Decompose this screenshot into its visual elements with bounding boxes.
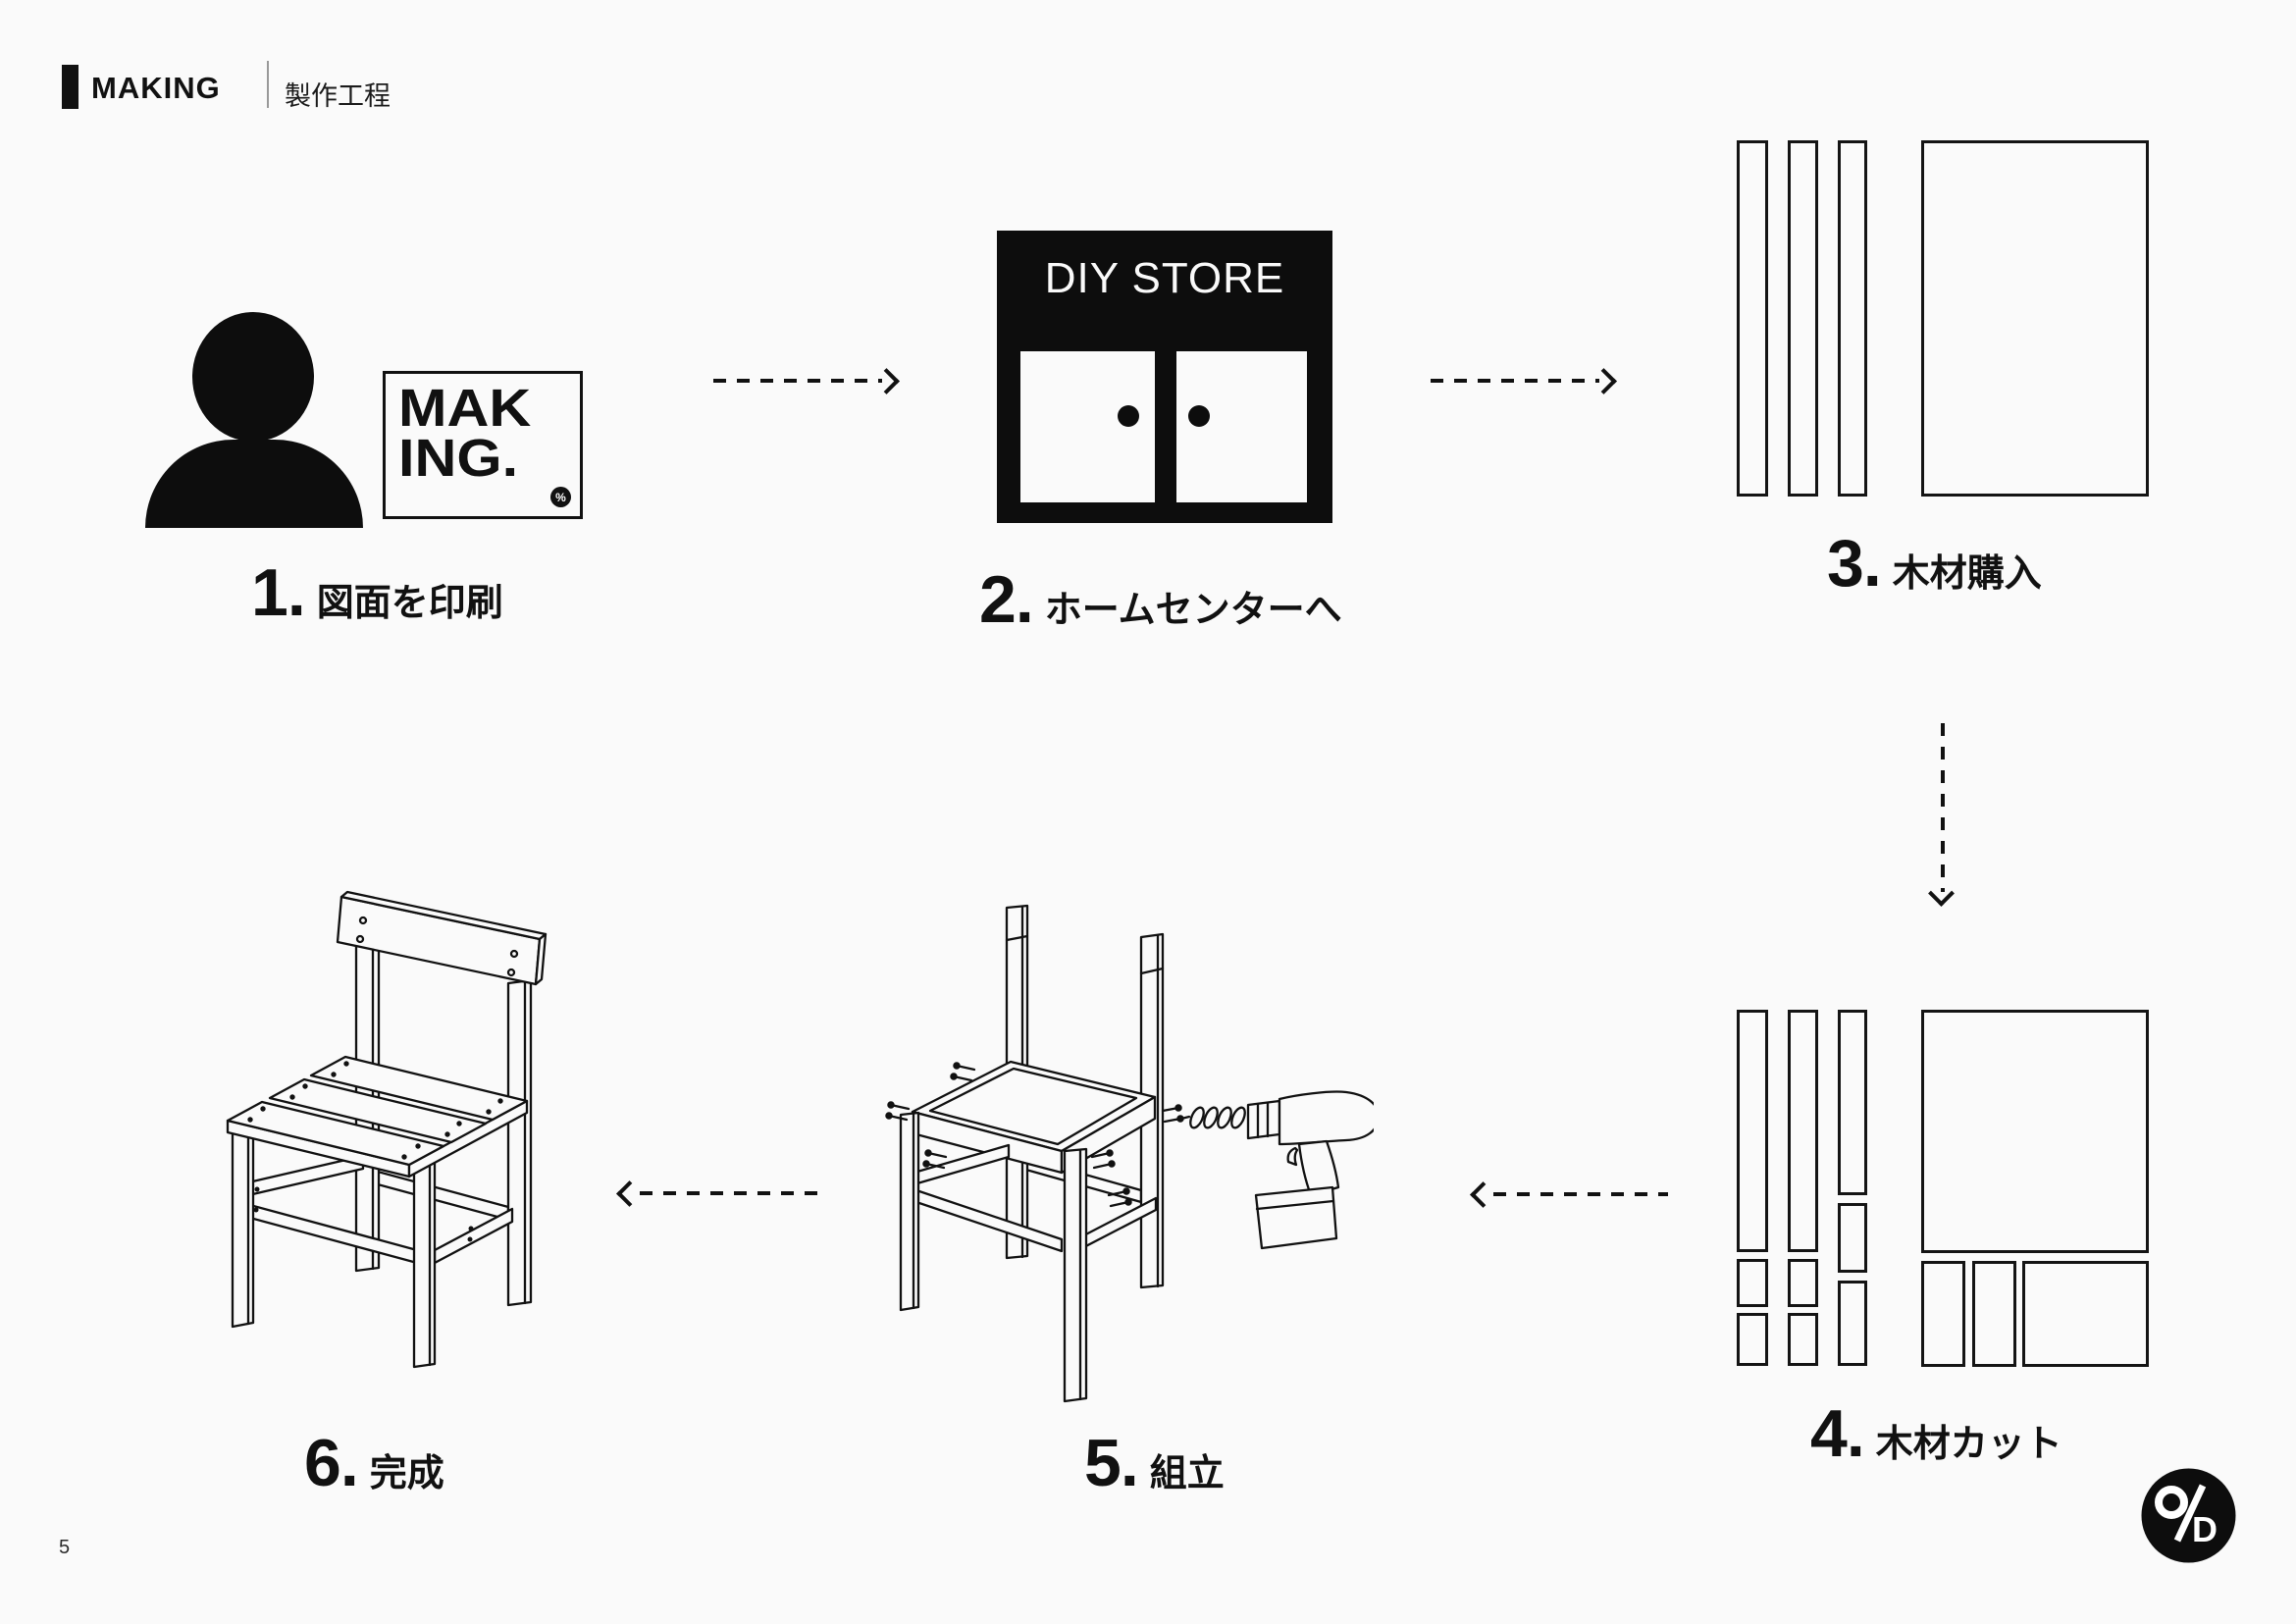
lumber-plank <box>1838 140 1867 497</box>
arrowhead-left-icon <box>1470 1181 1496 1208</box>
assembly-illustration <box>885 904 1374 1403</box>
cut-piece <box>2022 1261 2149 1367</box>
seat-screws-icon <box>247 1061 503 1242</box>
arrow-step5-to-step6 <box>640 1191 822 1195</box>
step-3-label: 3. 木材購入 <box>1827 530 2042 597</box>
cut-piece <box>1788 1010 1818 1252</box>
arrowhead-right-icon <box>1591 368 1617 394</box>
step-1-number: 1. <box>251 555 306 630</box>
person-icon <box>192 312 314 442</box>
store-door-left <box>1020 351 1155 502</box>
step-5-text: 組立 <box>1149 1453 1225 1494</box>
door-knob-right <box>1188 405 1210 427</box>
lumber-plank <box>1737 140 1768 497</box>
arrow-step2-to-step3 <box>1431 379 1599 383</box>
header-tick-bar <box>62 65 78 109</box>
cut-piece <box>1737 1313 1768 1366</box>
step-6-label: 6. 完成 <box>304 1430 444 1496</box>
step-3-number: 3. <box>1827 526 1882 601</box>
cut-board <box>1921 1010 2149 1253</box>
step-6-text: 完成 <box>369 1453 444 1494</box>
arrowhead-down-icon <box>1928 880 1955 907</box>
door-knob-left <box>1118 405 1139 427</box>
arrowhead-left-icon <box>616 1180 643 1207</box>
step-2-text: ホームセンターへ <box>1044 590 1342 631</box>
step-2-number: 2. <box>979 562 1034 637</box>
step-4-number: 4. <box>1810 1396 1865 1471</box>
step-4-label: 4. 木材カット <box>1810 1400 2062 1467</box>
cut-piece <box>1972 1261 2016 1367</box>
cut-piece <box>1838 1281 1867 1366</box>
person-icon-body <box>145 440 363 528</box>
making-sheet-text: MAK ING. <box>398 379 532 489</box>
diy-store-sign: DIY STORE <box>1044 254 1285 302</box>
page-subtitle: 製作工程 <box>285 81 391 111</box>
step-3-text: 木材購入 <box>1892 553 2042 595</box>
percent-badge-icon: % <box>550 487 571 507</box>
step-4-text: 木材カット <box>1875 1424 2062 1465</box>
step-6-number: 6. <box>304 1426 359 1500</box>
step-5-number: 5. <box>1084 1426 1139 1500</box>
cut-piece <box>1737 1010 1768 1252</box>
arrow-step3-to-step4 <box>1941 723 1945 892</box>
header-divider <box>267 61 269 108</box>
step-5-label: 5. 組立 <box>1084 1430 1225 1496</box>
drill-icon <box>1175 1090 1374 1250</box>
lumber-plank <box>1788 140 1818 497</box>
printed-drawing-sheet: MAK ING. % <box>383 371 583 519</box>
cut-piece <box>1788 1313 1818 1366</box>
screws-icon <box>885 1062 1184 1208</box>
cut-piece <box>1838 1010 1867 1195</box>
page-title: MAKING <box>91 71 221 105</box>
percent-d-logo: D <box>2141 1468 2236 1563</box>
page-number: 5 <box>59 1537 71 1558</box>
finished-chair-illustration <box>226 890 548 1369</box>
arrow-step4-to-step5 <box>1493 1192 1668 1196</box>
step-1-text: 図面を印刷 <box>316 583 503 624</box>
cut-piece <box>1921 1261 1965 1367</box>
diy-store-icon: DIY STORE <box>997 231 1332 523</box>
cut-piece <box>1737 1259 1768 1307</box>
arrowhead-right-icon <box>873 368 900 394</box>
store-door-right <box>1176 351 1307 502</box>
step-1-label: 1. 図面を印刷 <box>251 559 503 626</box>
cut-piece <box>1838 1203 1867 1273</box>
lumber-board <box>1921 140 2149 497</box>
logo-letter: D <box>2192 1509 2218 1549</box>
arrow-step1-to-step2 <box>713 379 882 383</box>
cut-piece <box>1788 1259 1818 1307</box>
step-2-label: 2. ホームセンターへ <box>979 566 1342 633</box>
